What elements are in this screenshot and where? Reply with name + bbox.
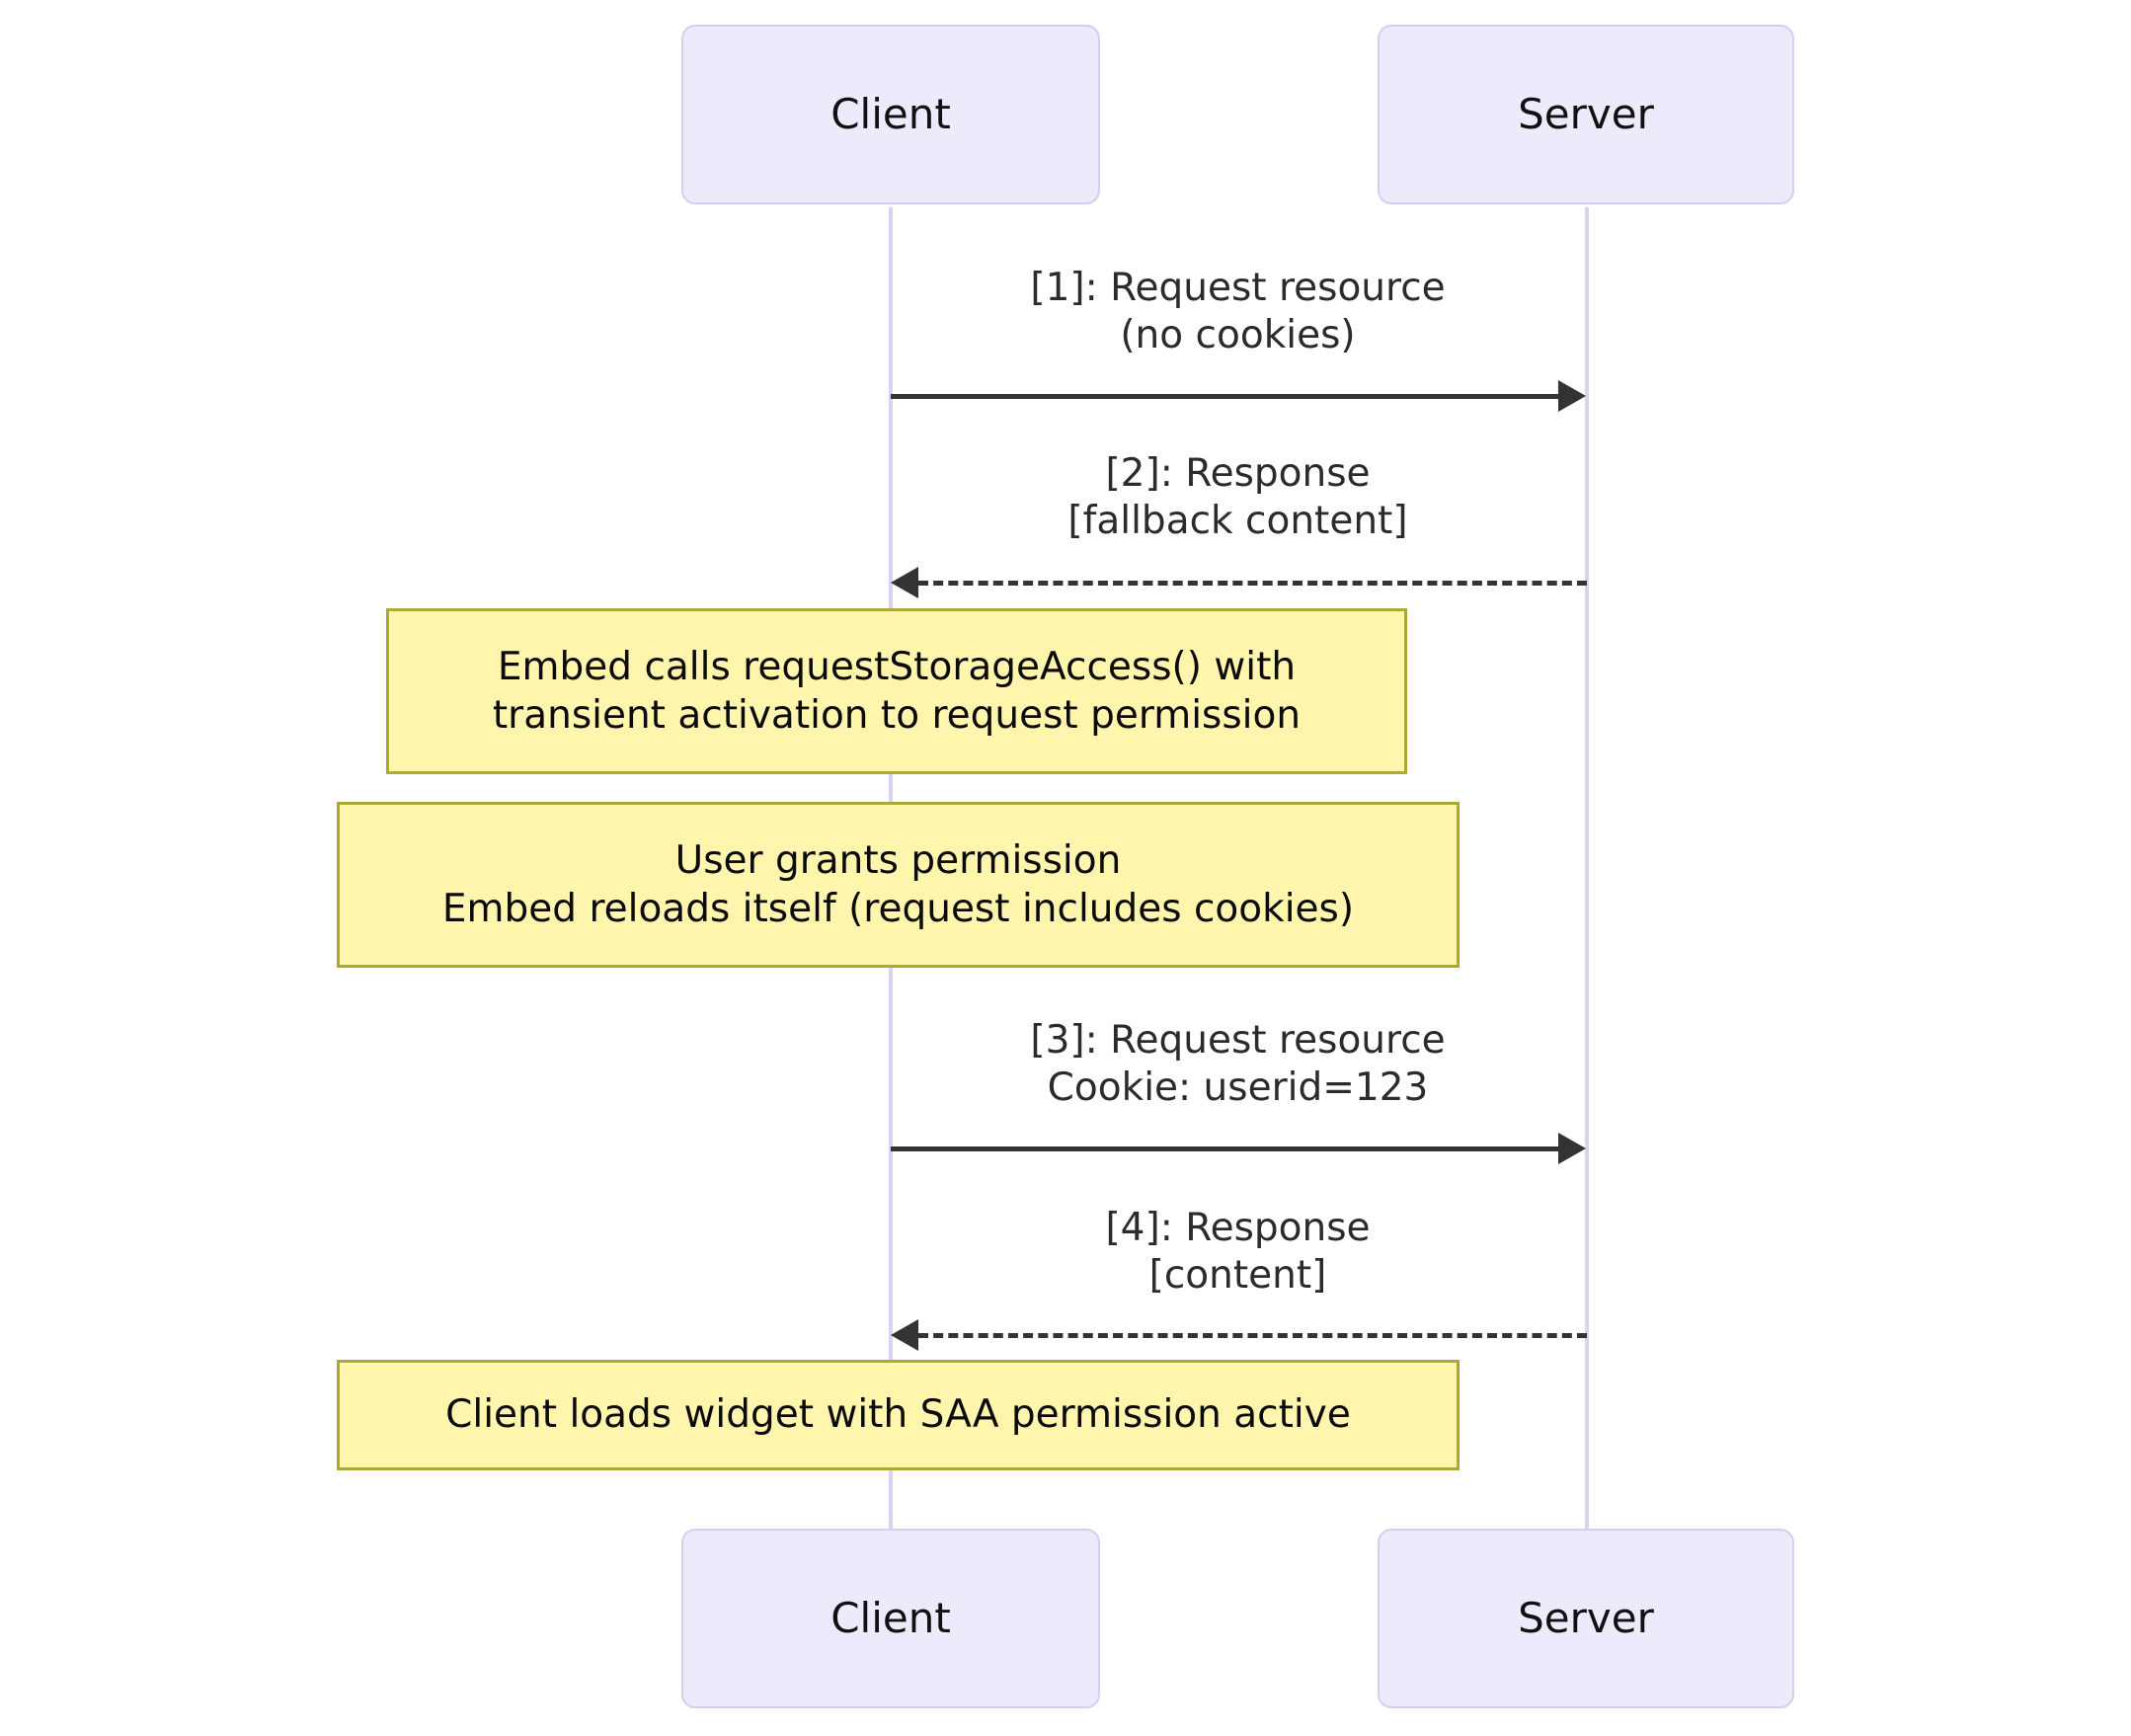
note-2-line-2: Embed reloads itself (request includes c… [441, 887, 1355, 931]
note-1-line-2: transient activation to request permissi… [492, 693, 1302, 738]
message-arrow-4 [918, 1333, 1587, 1338]
message-arrow-1 [891, 394, 1560, 399]
message-label-1: [1]: Request resource (no cookies) [889, 265, 1587, 358]
actor-box-client-top[interactable]: Client [681, 25, 1100, 204]
note-2-line-1: User grants permission [674, 837, 1122, 883]
note-1: Embed calls requestStorageAccess() with … [386, 608, 1407, 774]
actor-box-server-bottom[interactable]: Server [1378, 1529, 1794, 1708]
message-arrowhead-1 [1558, 380, 1586, 412]
message-4-line-2: [content] [1148, 1252, 1327, 1298]
message-label-3: [3]: Request resource Cookie: userid=123 [889, 1017, 1587, 1111]
actor-box-server-top[interactable]: Server [1378, 25, 1794, 204]
message-arrow-3 [891, 1146, 1560, 1151]
actor-label-server-bottom: Server [1518, 1594, 1654, 1642]
message-arrow-2 [918, 581, 1587, 586]
message-label-2: [2]: Response [fallback content] [889, 450, 1587, 544]
actor-label-server-top: Server [1518, 90, 1654, 138]
message-2-line-1: [2]: Response [1105, 451, 1371, 496]
message-arrowhead-2 [891, 567, 918, 598]
message-arrowhead-4 [891, 1319, 918, 1351]
note-2: User grants permission Embed reloads its… [337, 802, 1460, 968]
lifeline-server [1585, 207, 1589, 1531]
message-3-line-1: [3]: Request resource [1030, 1018, 1446, 1063]
note-3: Client loads widget with SAA permission … [337, 1360, 1460, 1470]
message-label-4: [4]: Response [content] [889, 1205, 1587, 1299]
actor-label-client-bottom: Client [830, 1594, 951, 1642]
message-3-line-2: Cookie: userid=123 [1047, 1065, 1429, 1110]
message-2-line-2: [fallback content] [1067, 498, 1408, 543]
message-1-line-2: (no cookies) [1120, 312, 1356, 357]
note-1-line-1: Embed calls requestStorageAccess() with [497, 644, 1297, 689]
message-1-line-1: [1]: Request resource [1030, 266, 1446, 310]
message-4-line-1: [4]: Response [1105, 1206, 1371, 1250]
actor-box-client-bottom[interactable]: Client [681, 1529, 1100, 1708]
note-3-line-1: Client loads widget with SAA permission … [445, 1392, 1351, 1438]
actor-label-client-top: Client [830, 90, 951, 138]
message-arrowhead-3 [1558, 1133, 1586, 1164]
